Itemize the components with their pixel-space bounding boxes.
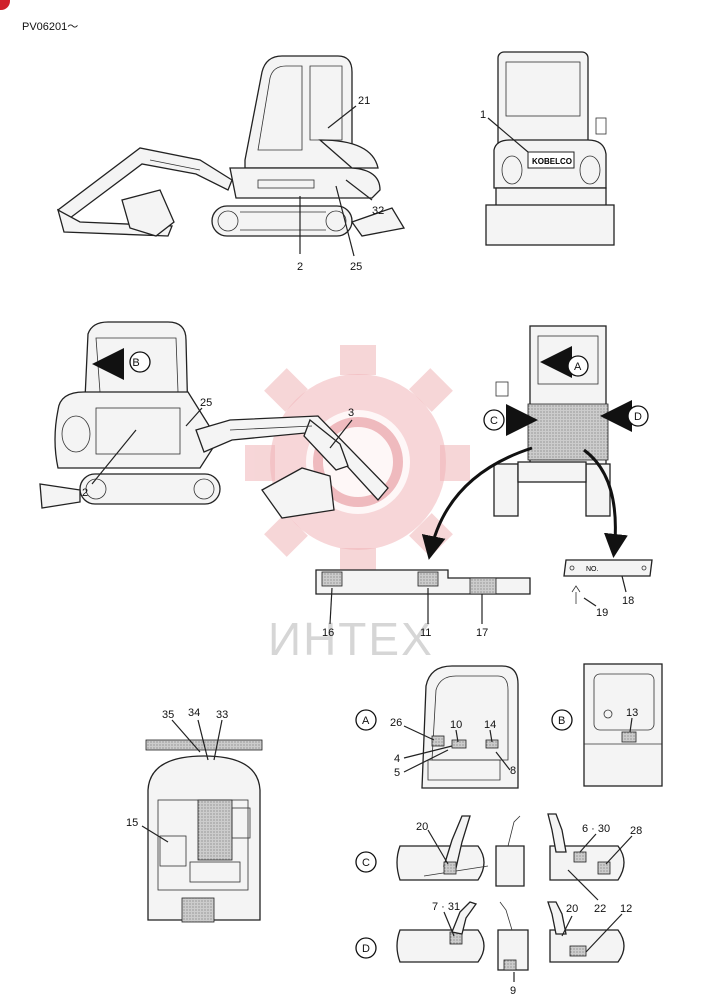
callout-9: 9 xyxy=(510,985,516,997)
callout-1: 1 xyxy=(480,109,486,121)
callout-35: 35 xyxy=(162,709,174,721)
callout-26: 26 xyxy=(390,717,402,729)
detail-d-control-levers xyxy=(355,901,625,982)
detail-b-letter: B xyxy=(558,715,565,727)
excavator-front-view xyxy=(421,325,649,560)
callout-17: 17 xyxy=(476,627,488,639)
callout-19: 19 xyxy=(596,607,608,619)
watermark-text: ИНТЕХ xyxy=(268,613,434,665)
detail-c-letter: C xyxy=(362,857,370,869)
callout-20c: 20 xyxy=(416,821,428,833)
callout-34: 34 xyxy=(188,707,200,719)
callout-22: 22 xyxy=(594,903,606,915)
callout-25b: 25 xyxy=(200,397,212,409)
callout-11: 11 xyxy=(420,627,431,639)
callout-15: 15 xyxy=(126,817,138,829)
brand-kobelco-rear: KOBELCO xyxy=(532,157,572,166)
callout-2: 2 xyxy=(297,261,303,273)
detail-b-cab-door xyxy=(551,663,663,787)
callout-8: 8 xyxy=(510,765,516,777)
callout-18: 18 xyxy=(622,595,634,607)
detail-c-control-levers xyxy=(355,813,633,901)
plate-text: NO. xyxy=(586,566,599,573)
callout-10: 10 xyxy=(450,719,462,731)
view-letter-c-front: C xyxy=(490,415,498,427)
view-letter-a-front: A xyxy=(574,361,582,373)
callout-2b: 2 xyxy=(82,487,88,499)
callout-21: 21 xyxy=(358,95,370,107)
callout-25: 25 xyxy=(350,261,362,273)
view-letter-d-front: D xyxy=(634,411,642,423)
callout-3: 3 xyxy=(348,407,354,419)
excavator-top-view xyxy=(141,719,263,923)
view-letter-b: B xyxy=(132,357,139,369)
excavator-side-right xyxy=(39,321,389,519)
callout-14: 14 xyxy=(484,719,496,731)
callout-6-30: 6 · 30 xyxy=(582,823,610,835)
callout-13: 13 xyxy=(626,707,638,719)
detail-a-letter: A xyxy=(362,715,370,727)
detail-d-letter: D xyxy=(362,943,370,955)
callout-5: 5 xyxy=(394,767,400,779)
excavator-rear-view xyxy=(485,51,615,246)
callout-12: 12 xyxy=(620,903,632,915)
callout-33: 33 xyxy=(216,709,228,721)
drawing-code: PV06201～ xyxy=(22,21,79,33)
callout-4: 4 xyxy=(394,753,400,765)
excavator-side-left xyxy=(56,55,406,257)
serial-number-plate xyxy=(563,559,653,607)
decal-strip xyxy=(315,569,531,625)
callout-28: 28 xyxy=(630,825,642,837)
corner-badge xyxy=(0,0,10,10)
callout-32: 32 xyxy=(372,205,384,217)
callout-7-31: 7 · 31 xyxy=(432,901,460,913)
callout-16: 16 xyxy=(322,627,334,639)
detail-a-cab-interior xyxy=(355,665,519,789)
callout-20d: 20 xyxy=(566,903,578,915)
